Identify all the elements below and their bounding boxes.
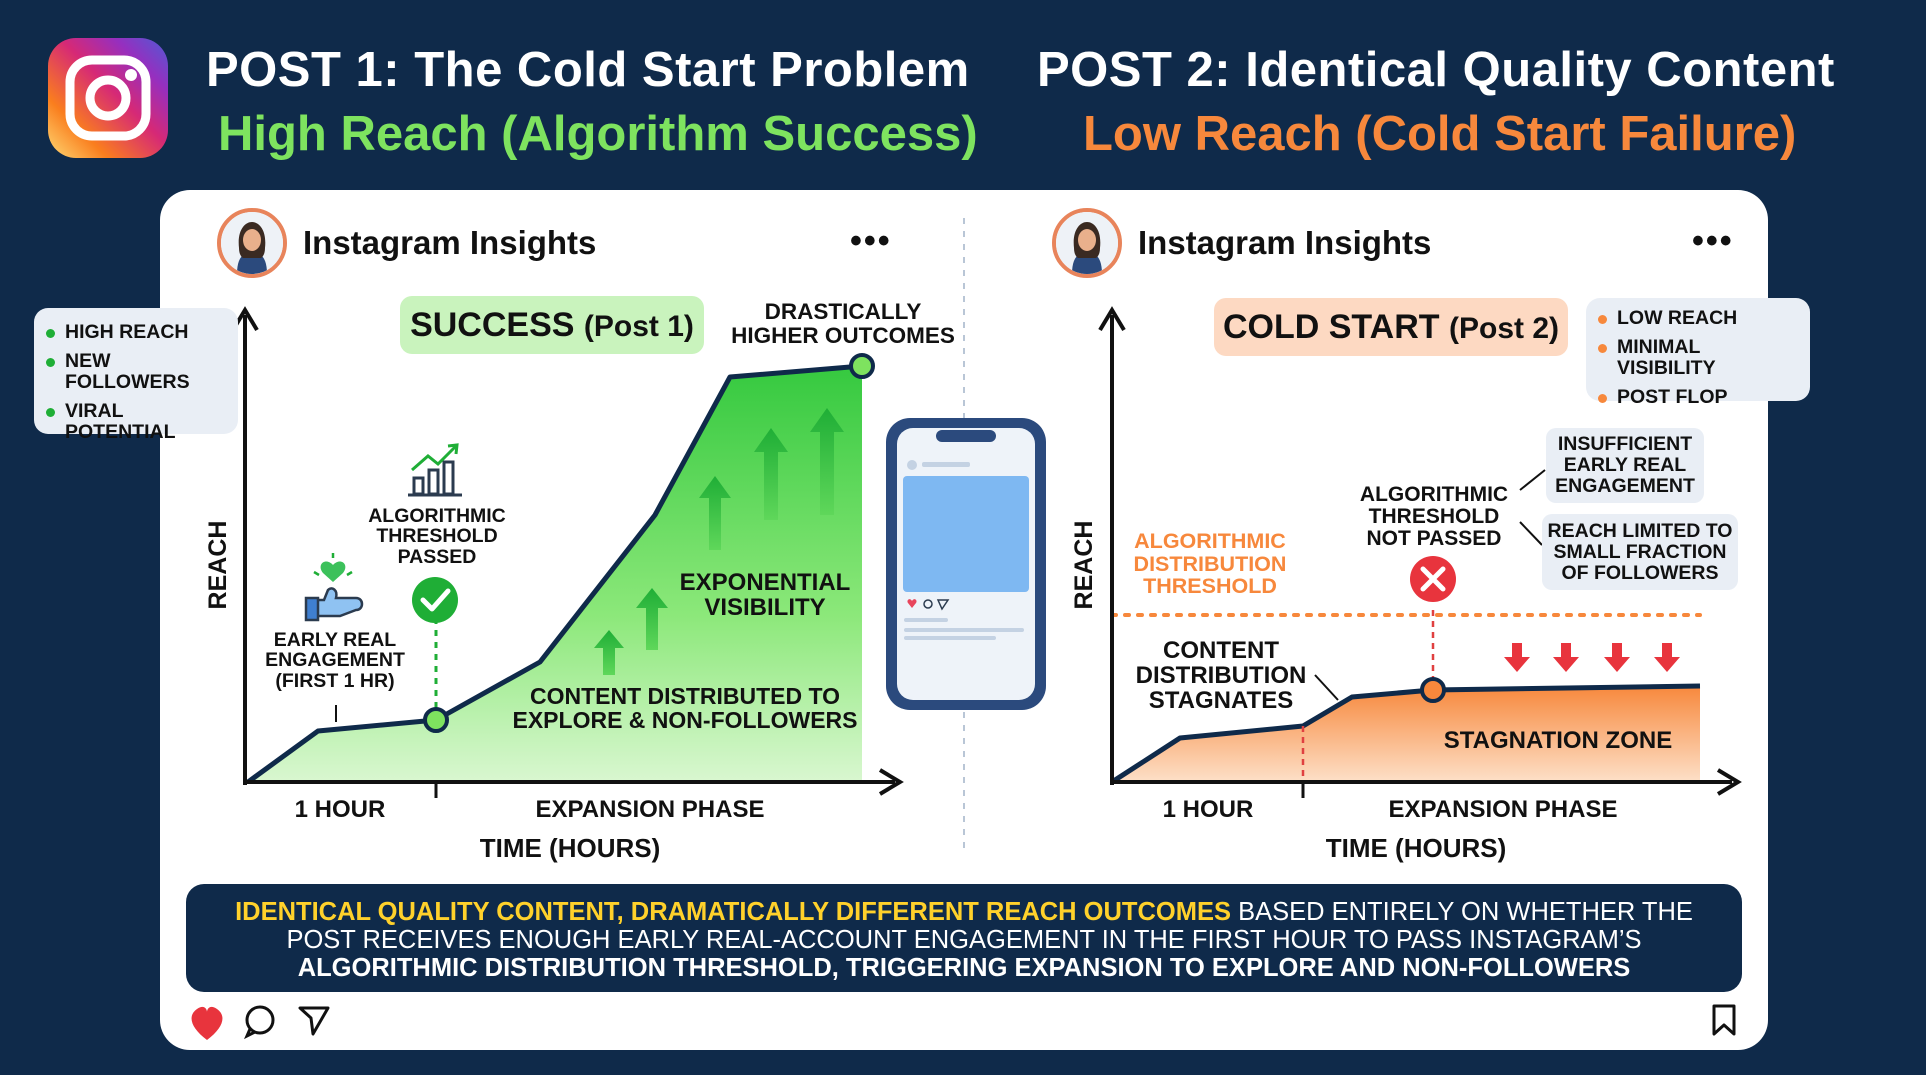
insufficient-engagement-bubble: INSUFFICIENT EARLY REAL ENGAGEMENT (1546, 428, 1704, 503)
banner-highlight: IDENTICAL QUALITY CONTENT, DRAMATICALLY … (235, 898, 1231, 926)
y-axis-label: REACH (1069, 520, 1098, 610)
post2-subtitle: Low Reach (Cold Start Failure) (1083, 107, 1797, 161)
growth-arrows (594, 408, 844, 675)
legend-item: LOW REACH (1598, 308, 1798, 329)
threshold-point-post2 (1420, 677, 1446, 703)
check-icon (412, 577, 458, 623)
decline-arrows (1504, 643, 1680, 672)
reach-line-post2 (1110, 683, 1701, 785)
threshold-passed-label: ALGORITHMIC THRESHOLD PASSED (368, 505, 506, 568)
threshold-not-passed-label: ALGORITHMIC THRESHOLD NOT PASSED (1359, 483, 1509, 551)
legend-item: POST FLOP (1598, 387, 1798, 408)
like-icon[interactable] (191, 1006, 223, 1040)
x-axis-label: TIME (HOURS) (1325, 833, 1507, 863)
x-axis-label: TIME (HOURS) (479, 833, 661, 863)
instagram-logo-icon (48, 38, 168, 158)
bookmark-icon[interactable] (1712, 1004, 1736, 1036)
outcomes-label: DRASTICALLY HIGHER OUTCOMES (731, 299, 955, 348)
reach-area-post1 (248, 366, 862, 782)
threshold-point-post1 (423, 707, 449, 733)
peak-point-post1 (849, 353, 875, 379)
distribution-threshold-label: ALGORITHMIC DISTRIBUTION THRESHOLD (1133, 529, 1287, 599)
app-name: Instagram Insights (303, 224, 597, 261)
x-tick-expansion: EXPANSION PHASE (1388, 796, 1618, 823)
legend-item: MINIMAL VISIBILITY (1598, 337, 1798, 379)
banner-text: BASED ENTIRELY ON WHETHER THE POST RECEI… (286, 898, 1693, 954)
cross-icon (1410, 556, 1456, 602)
success-badge: SUCCESS (Post 1) (400, 296, 704, 354)
x-tick-1-hour: 1 HOUR (294, 796, 386, 823)
stagnation-zone-label: STAGNATION ZONE (1443, 727, 1673, 754)
reach-limited-bubble: REACH LIMITED TO SMALL FRACTION OF FOLLO… (1542, 514, 1738, 590)
legend-item: HIGH REACH (46, 322, 226, 343)
legend-post2: LOW REACH MINIMAL VISIBILITY POST FLOP (1586, 298, 1810, 408)
avatar[interactable] (217, 208, 287, 278)
engagement-heart-icon (304, 553, 364, 622)
reach-area-post2 (1112, 686, 1700, 782)
x-tick-1-hour: 1 HOUR (1162, 796, 1254, 823)
stagnates-label: CONTENT DISTRIBUTION STAGNATES (1135, 637, 1307, 715)
phone-mockup (886, 418, 1046, 710)
avatar[interactable] (1052, 208, 1122, 278)
post1-title: POST 1: The Cold Start Problem (206, 43, 970, 97)
app-name: Instagram Insights (1138, 224, 1432, 261)
x-tick-expansion: EXPANSION PHASE (535, 796, 765, 823)
summary-banner: IDENTICAL QUALITY CONTENT, DRAMATICALLY … (186, 884, 1742, 992)
reach-line-post1 (246, 363, 863, 785)
legend-item: VIRAL POTENTIAL (46, 401, 226, 443)
share-icon[interactable] (298, 1006, 330, 1036)
growth-chart-icon (408, 443, 462, 497)
comment-icon[interactable] (244, 1005, 275, 1040)
distributed-label: CONTENT DISTRIBUTED TO EXPLORE & NON-FOL… (512, 683, 858, 734)
more-options-icon[interactable]: ••• (1692, 222, 1734, 260)
y-axis-label: REACH (203, 520, 232, 610)
cold-start-badge: COLD START (Post 2) (1214, 298, 1568, 356)
visibility-label: EXPONENTIAL VISIBILITY (679, 569, 851, 622)
banner-bold: ALGORITHMIC DISTRIBUTION THRESHOLD, TRIG… (297, 954, 1631, 982)
legend-post1: HIGH REACH NEW FOLLOWERS VIRAL POTENTIAL (34, 308, 238, 443)
legend-item: NEW FOLLOWERS (46, 351, 226, 393)
early-engagement-label: EARLY REAL ENGAGEMENT (FIRST 1 HR) (265, 629, 405, 692)
post1-subtitle: High Reach (Algorithm Success) (218, 107, 978, 161)
more-options-icon[interactable]: ••• (850, 222, 892, 260)
post2-title: POST 2: Identical Quality Content (1037, 43, 1835, 97)
